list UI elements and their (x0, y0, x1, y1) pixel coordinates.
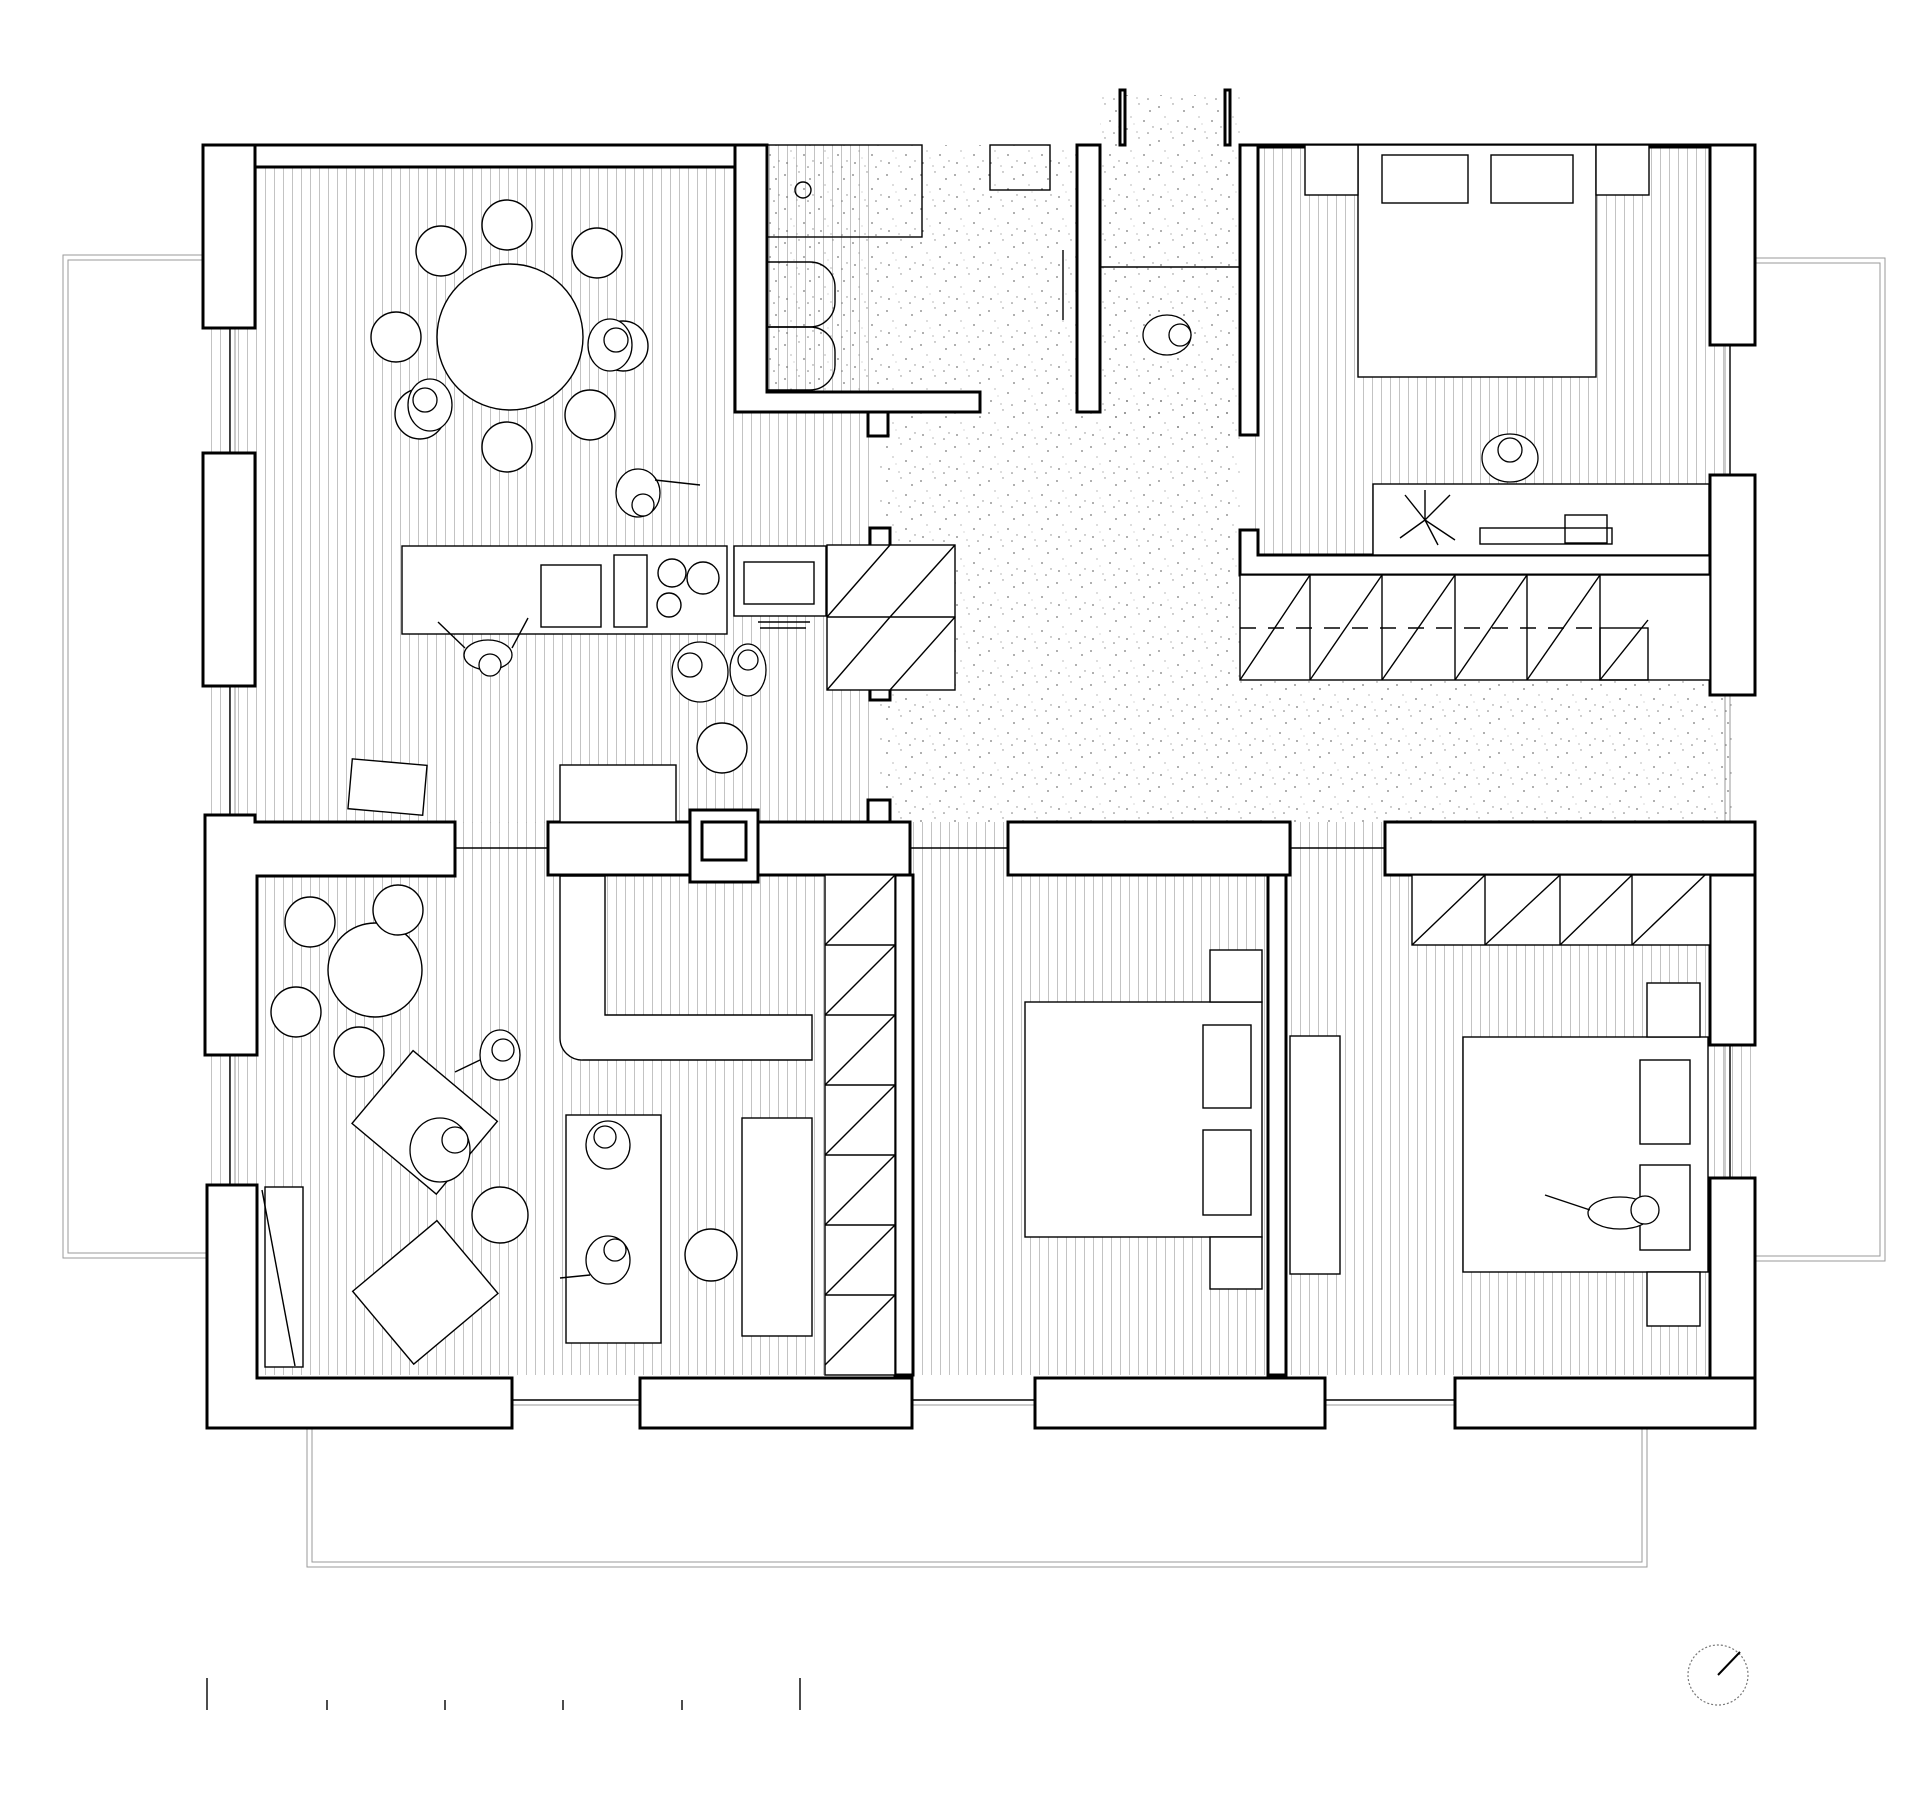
stool (696, 722, 748, 774)
person-figure (454, 1029, 521, 1081)
dining-chair (370, 311, 422, 363)
person-figure (409, 1117, 471, 1183)
person-figure (615, 468, 701, 518)
person-figure (585, 1120, 631, 1170)
staircase (826, 544, 1711, 691)
bedroom-3 (1411, 874, 1711, 1327)
shower-drain-icon (794, 181, 812, 199)
walls (201, 88, 1757, 1430)
person-figure (559, 1235, 631, 1285)
person-figure (1544, 1194, 1660, 1230)
person-figure (729, 643, 767, 697)
floor-entrance (1100, 95, 1240, 435)
plant-icon (1399, 490, 1456, 546)
kitchen-island (401, 545, 728, 635)
north-arrow-icon (1687, 1644, 1749, 1706)
person-figure (407, 378, 453, 432)
terrace-south (306, 1404, 1648, 1568)
bedroom-2 (1024, 949, 1341, 1290)
dining-chair (415, 225, 467, 277)
master-bedroom (1304, 144, 1710, 556)
desk (1372, 483, 1710, 556)
bathroom-fixtures (766, 144, 1240, 391)
person-figure (1142, 314, 1192, 356)
dining-chair (564, 389, 616, 441)
floor-bathroom (765, 145, 1090, 397)
kitchen (347, 545, 827, 823)
dining-table (436, 263, 584, 411)
dining-area (370, 199, 649, 473)
side-table (327, 922, 423, 1018)
cooktop-burner-icon (656, 592, 682, 618)
scale-bar-icon (206, 1678, 801, 1710)
sofa (559, 875, 813, 1061)
dining-chair (481, 421, 533, 473)
people (407, 314, 1660, 1285)
oven (733, 545, 827, 617)
cooktop-burner-icon (657, 558, 687, 588)
dining-chair (571, 227, 623, 279)
person-figure (1481, 433, 1539, 483)
person-figure (437, 617, 529, 677)
dining-chair (481, 199, 533, 251)
person-figure (671, 641, 729, 703)
floor-hall-corridor (880, 400, 1735, 822)
person-figure (587, 318, 633, 372)
cooktop-burner-icon (686, 561, 720, 595)
